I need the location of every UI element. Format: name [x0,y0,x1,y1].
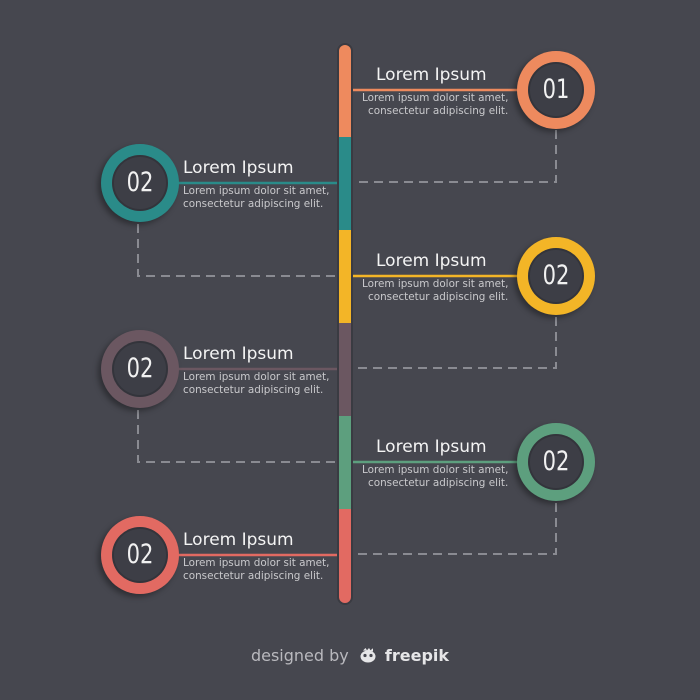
dashed-connector [350,503,557,555]
step-number-4: 02 [126,353,154,384]
credit-line: designed by freepik [0,646,700,665]
step-badge-1: 01 [517,51,595,129]
step-number-1: 01 [542,74,570,105]
freepik-logo-icon [360,648,376,663]
step-title-4: Lorem Ipsum [183,344,294,364]
step-title-1: Lorem Ipsum [376,65,487,85]
step-badge-6: 02 [101,516,179,594]
step-number-3: 02 [542,260,570,291]
step-desc-4: Lorem ipsum dolor sit amet, consectetur … [183,371,330,396]
credit-prefix: designed by [250,646,349,665]
step-desc-6: Lorem ipsum dolor sit amet, consectetur … [183,557,330,582]
credit-brand: freepik [384,646,450,665]
step-desc-2: Lorem ipsum dolor sit amet, consectetur … [183,185,330,210]
step-badge-2: 02 [101,144,179,222]
dashed-connector [350,130,557,183]
step-title-2: Lorem Ipsum [183,158,294,178]
step-desc-1: Lorem ipsum dolor sit amet, consectetur … [362,92,509,117]
step-number-2: 02 [126,167,154,198]
step-title-5: Lorem Ipsum [376,437,487,457]
step-desc-5: Lorem ipsum dolor sit amet, consectetur … [362,464,509,489]
dashed-connector [137,410,340,463]
step-desc-3: Lorem ipsum dolor sit amet, consectetur … [362,278,509,303]
step-number-6: 02 [126,539,154,570]
dashed-connector [350,317,557,369]
step-badge-4: 02 [101,330,179,408]
dashed-connector [137,224,340,277]
step-title-6: Lorem Ipsum [183,530,294,550]
step-badge-3: 02 [517,237,595,315]
step-badge-5: 02 [517,423,595,501]
timeline-bar [337,43,353,605]
step-number-5: 02 [542,446,570,477]
step-title-3: Lorem Ipsum [376,251,487,271]
